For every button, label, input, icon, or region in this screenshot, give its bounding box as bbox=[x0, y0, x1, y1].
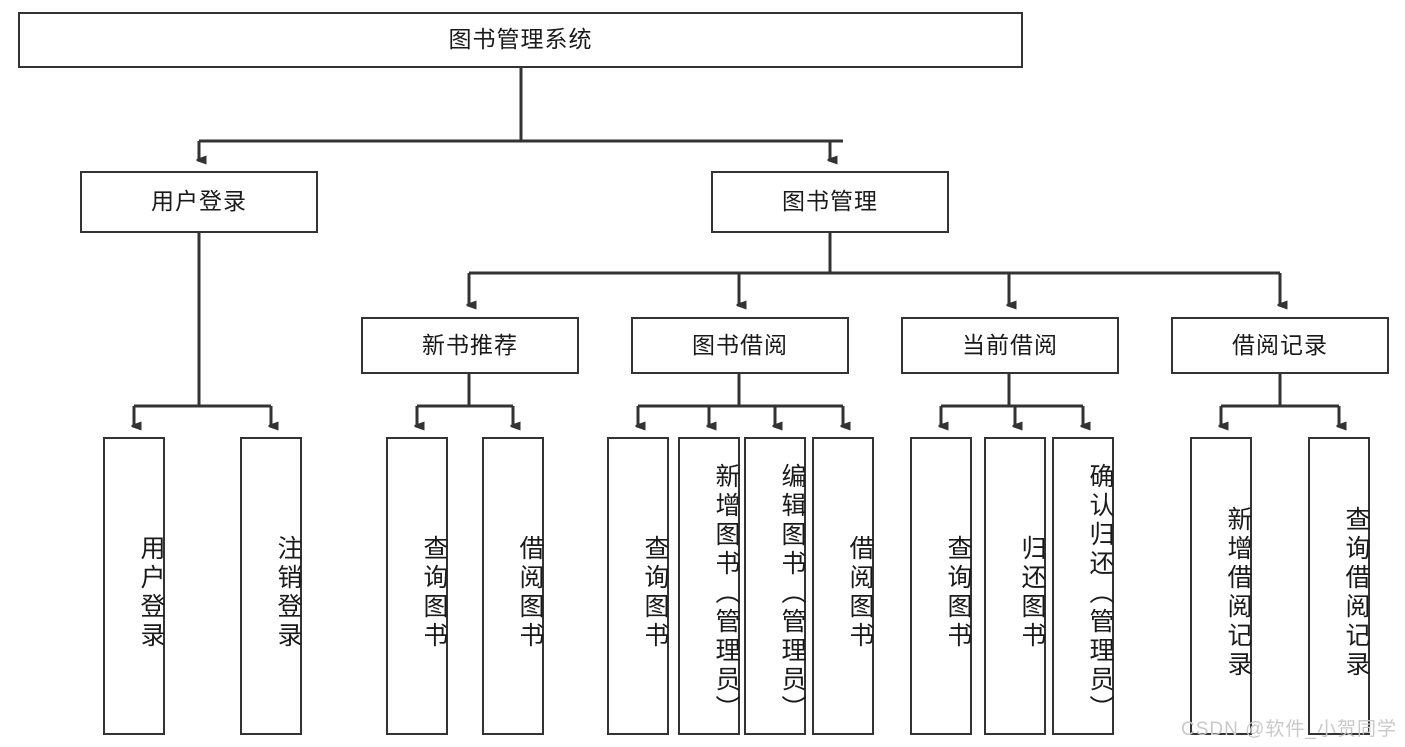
node-leaf-borrow-book-1-label: 借阅图书 bbox=[516, 535, 544, 651]
node-leaf-add-book-label: 新增图书（管理员） bbox=[712, 462, 740, 724]
node-leaf-query-record-label: 查询借阅记录 bbox=[1342, 506, 1370, 680]
node-book-borrow[interactable]: 图书借阅 bbox=[631, 317, 849, 374]
node-leaf-confirm-return[interactable]: 确认归还（管理员） bbox=[1052, 437, 1114, 735]
node-leaf-edit-book-label: 编辑图书（管理员） bbox=[778, 462, 806, 724]
node-root-label: 图书管理系统 bbox=[448, 26, 593, 53]
node-leaf-query-book-1-label: 查询图书 bbox=[420, 535, 448, 651]
node-new-book-rec[interactable]: 新书推荐 bbox=[361, 317, 579, 374]
node-leaf-add-record-label: 新增借阅记录 bbox=[1224, 506, 1252, 680]
node-leaf-user-login-label: 用户登录 bbox=[137, 535, 165, 651]
node-leaf-borrow-book-1[interactable]: 借阅图书 bbox=[482, 437, 544, 735]
node-leaf-confirm-return-label: 确认归还（管理员） bbox=[1086, 462, 1114, 724]
node-leaf-query-record[interactable]: 查询借阅记录 bbox=[1308, 437, 1370, 735]
node-borrow-record[interactable]: 借阅记录 bbox=[1171, 317, 1389, 374]
node-leaf-query-book-2[interactable]: 查询图书 bbox=[607, 437, 669, 735]
node-book-manage[interactable]: 图书管理 bbox=[711, 171, 949, 233]
node-user-login[interactable]: 用户登录 bbox=[80, 171, 318, 233]
node-leaf-query-book-1[interactable]: 查询图书 bbox=[386, 437, 448, 735]
node-leaf-user-login[interactable]: 用户登录 bbox=[103, 437, 165, 735]
node-borrow-record-label: 借阅记录 bbox=[1232, 331, 1328, 358]
node-book-borrow-label: 图书借阅 bbox=[692, 331, 788, 358]
node-current-borrow[interactable]: 当前借阅 bbox=[901, 317, 1119, 374]
node-leaf-query-book-2-label: 查询图书 bbox=[641, 535, 669, 651]
node-user-login-label: 用户登录 bbox=[151, 188, 247, 215]
node-leaf-query-book-3-label: 查询图书 bbox=[944, 535, 972, 651]
node-book-manage-label: 图书管理 bbox=[782, 188, 878, 215]
node-root[interactable]: 图书管理系统 bbox=[18, 12, 1023, 68]
node-leaf-user-logout-label: 注销登录 bbox=[274, 535, 302, 651]
node-leaf-return-book-label: 归还图书 bbox=[1018, 535, 1046, 651]
node-leaf-return-book[interactable]: 归还图书 bbox=[984, 437, 1046, 735]
node-leaf-borrow-book-2[interactable]: 借阅图书 bbox=[812, 437, 874, 735]
node-leaf-add-record[interactable]: 新增借阅记录 bbox=[1190, 437, 1252, 735]
node-leaf-user-logout[interactable]: 注销登录 bbox=[240, 437, 302, 735]
node-leaf-edit-book[interactable]: 编辑图书（管理员） bbox=[744, 437, 806, 735]
node-leaf-borrow-book-2-label: 借阅图书 bbox=[846, 535, 874, 651]
node-current-borrow-label: 当前借阅 bbox=[962, 331, 1058, 358]
node-new-book-rec-label: 新书推荐 bbox=[422, 331, 518, 358]
node-leaf-query-book-3[interactable]: 查询图书 bbox=[910, 437, 972, 735]
node-leaf-add-book[interactable]: 新增图书（管理员） bbox=[678, 437, 740, 735]
watermark: CSDN @软件_小贺同学 bbox=[1181, 719, 1397, 740]
